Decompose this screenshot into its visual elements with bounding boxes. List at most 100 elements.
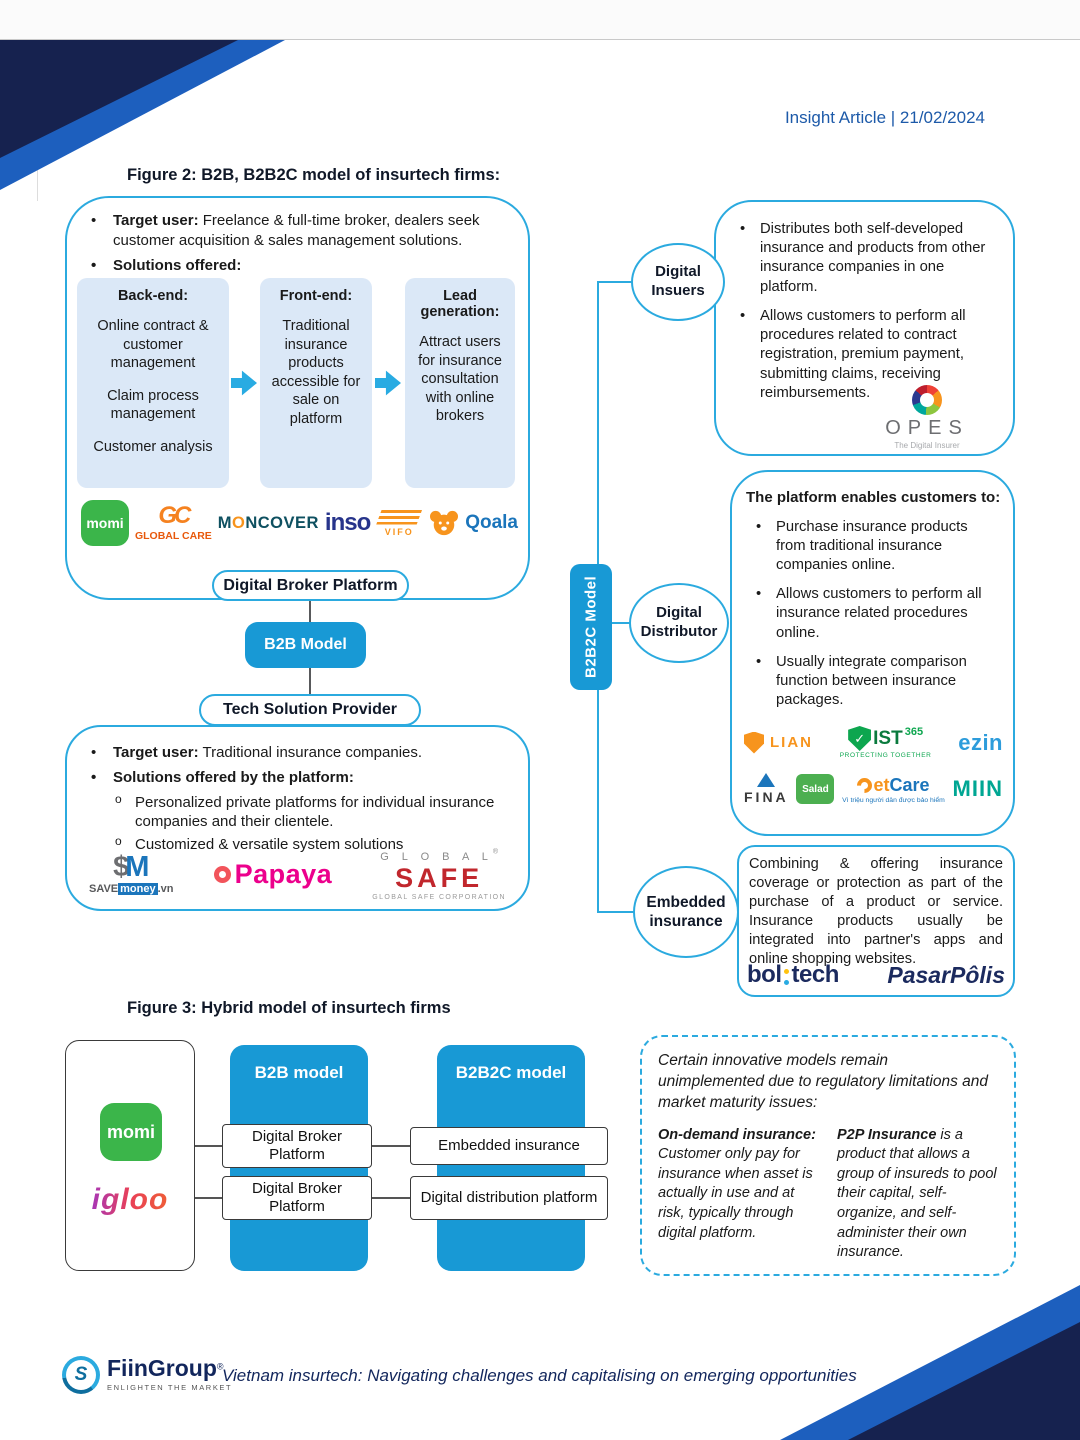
connector-line	[309, 668, 311, 695]
figure3-title: Figure 3: Hybrid model of insurtech firm…	[127, 999, 451, 1017]
opes-word: OPES	[885, 417, 969, 439]
on-demand-insurance-note: On-demand insurance: Customer only pay f…	[658, 1126, 819, 1263]
koala-icon	[430, 510, 459, 536]
digital-broker-platform-label: Digital Broker Platform	[212, 570, 409, 601]
broker-target-label: Target user:	[113, 212, 199, 229]
momi-logo-text: momi	[86, 515, 124, 531]
connector-line	[610, 622, 636, 624]
opes-tagline: The Digital Insurer	[894, 441, 960, 450]
vifo-text: VIFO	[384, 526, 414, 537]
distributor-logos-row2: FINA Salad et Care Vì triệu người dân đư…	[744, 773, 1003, 805]
jetcare-arc-icon	[854, 774, 876, 796]
tech-target-label: Target user:	[113, 744, 199, 761]
insurers-bullet: Allows customers to perform all procedur…	[730, 307, 999, 403]
connector-line	[195, 1145, 222, 1147]
moncover-logo: MONCOVER	[218, 514, 319, 533]
broker-target-text: Freelance & full-time broker, dealers se…	[113, 212, 480, 249]
note-intro: Certain innovative models remain unimple…	[658, 1052, 988, 1111]
broker-bullets: Target user: Freelance & full-time broke…	[83, 211, 516, 280]
insurers-bullets: Distributes both self-developed insuranc…	[730, 220, 999, 413]
jetcare-care: Care	[889, 774, 930, 795]
digital-insurers-box: Distributes both self-developed insuranc…	[714, 200, 1015, 456]
fiingroup-reg: ®	[216, 1361, 224, 1372]
lian-logo: LIAN	[744, 731, 813, 754]
distributor-logos: LIAN ✓ IST 365 PROTECTING TOGETHER ezin …	[744, 726, 1003, 805]
vifo-stripes-icon	[376, 509, 423, 525]
footer-tagline: Vietnam insurtech: Navigating challenges…	[222, 1366, 857, 1385]
frontend-title: Front-end:	[279, 288, 353, 304]
bolttech-dots-icon	[783, 965, 790, 985]
connector-line	[309, 600, 311, 622]
moncover-rest: NCOVER	[245, 513, 319, 532]
digital-distributor-oval: Digital Distributor	[629, 583, 729, 663]
salad-text: Salad	[802, 783, 829, 795]
on-demand-label: On-demand insurance:	[658, 1126, 816, 1143]
digital-insurers-oval: Digital Insuers	[631, 243, 725, 321]
broker-logos-row: momi GC GLOBAL CARE MONCOVER inso VIFO Q…	[81, 494, 518, 552]
papaya-ring-icon	[213, 865, 231, 883]
jetcare-et: et	[873, 774, 890, 795]
vist365-shield-icon: ✓	[848, 726, 872, 751]
salad-logo: Salad	[796, 774, 835, 804]
lian-shield-icon	[744, 731, 764, 754]
global-safe-top: G L O B A L®	[372, 847, 506, 865]
jetcare-row: et Care	[842, 774, 945, 796]
fiingroup-brand: FiinGroup® ENLIGHTEN THE MARKET	[107, 1355, 232, 1392]
pasarpolis-logo: PasarPôlis	[887, 961, 1005, 988]
arrow-right-icon	[375, 370, 401, 396]
vist365-row: ✓ IST 365	[840, 726, 932, 751]
leadgen-title: Lead generation:	[420, 288, 500, 320]
inso-logo: inso	[324, 509, 371, 536]
b2b2c-model-badge: B2B2C Model	[570, 564, 612, 690]
b2b2c-model-header: B2B2C model	[455, 1063, 567, 1082]
p2p-text: is a product that allows a group of insu…	[837, 1126, 997, 1261]
global-safe-logo: G L O B A L® SAFE GLOBAL SAFE CORPORATIO…	[372, 847, 506, 901]
vist365-365: 365	[904, 726, 924, 738]
opes-logo: OPES The Digital Insurer	[865, 385, 989, 450]
vist365-logo: ✓ IST 365 PROTECTING TOGETHER	[840, 726, 932, 759]
connector-line	[597, 911, 639, 913]
tech-provider-box: Target user: Traditional insurance compa…	[65, 725, 530, 911]
backend-box: Back-end: Online contract & customer man…	[77, 278, 229, 488]
bolttech-post: tech	[791, 961, 840, 988]
p2p-label: P2P Insurance	[837, 1126, 937, 1143]
p2p-insurance-note: P2P Insurance is a product that allows a…	[837, 1126, 998, 1263]
momi-logo: momi	[81, 500, 129, 546]
fiingroup-logo-icon: S	[62, 1356, 100, 1394]
moncover-o: O	[232, 513, 246, 532]
savemoney-money: money	[118, 883, 158, 895]
embedded-insurance-box: Combining & offering insurance coverage …	[737, 845, 1015, 997]
fiingroup-mark: S	[74, 1364, 88, 1385]
jetcare-logo: et Care Vì triệu người dân được bảo hiểm	[842, 774, 945, 804]
connector-line	[195, 1197, 222, 1199]
global-safe-global: G L O B A L	[380, 851, 493, 863]
ezin-logo: ezin	[958, 729, 1003, 755]
papaya-logo: Papaya	[213, 859, 333, 890]
fina-triangle-icon	[757, 773, 776, 787]
note-columns: On-demand insurance: Customer only pay f…	[658, 1126, 998, 1263]
distributor-intro: The platform enables customers to:	[746, 489, 1001, 506]
miin-logo: MIIN	[952, 776, 1003, 801]
backend-item: Claim process management	[107, 387, 199, 423]
savemoney-mark: $M	[89, 853, 174, 882]
global-care-text: GLOBAL CARE	[134, 530, 212, 542]
embedded-insurance-box-small: Embedded insurance	[410, 1127, 608, 1165]
distributor-bullet: Allows customers to perform all insuranc…	[746, 585, 1001, 643]
embedded-logos-row: bol tech PasarPôlis	[747, 961, 1005, 989]
distributor-bullet: Usually integrate comparison function be…	[746, 653, 1001, 711]
digital-distributor-box: The platform enables customers to: Purch…	[730, 470, 1015, 836]
distributor-bullet: Purchase insurance products from traditi…	[746, 518, 1001, 576]
vifo-logo: VIFO	[376, 509, 423, 537]
connector-line	[597, 281, 635, 283]
digital-broker-box: Target user: Freelance & full-time broke…	[65, 196, 530, 600]
tech-solution-provider-label: Tech Solution Provider	[199, 694, 421, 726]
momi-logo: momi	[100, 1103, 162, 1161]
bolttech-pre: bol	[747, 961, 782, 988]
savemoney-save: SAVE	[89, 883, 119, 895]
frontend-box: Front-end: Traditional insurance product…	[260, 278, 372, 488]
top-frame-line	[0, 0, 1080, 40]
frontend-text: Traditional insurance products accessibl…	[271, 318, 361, 427]
